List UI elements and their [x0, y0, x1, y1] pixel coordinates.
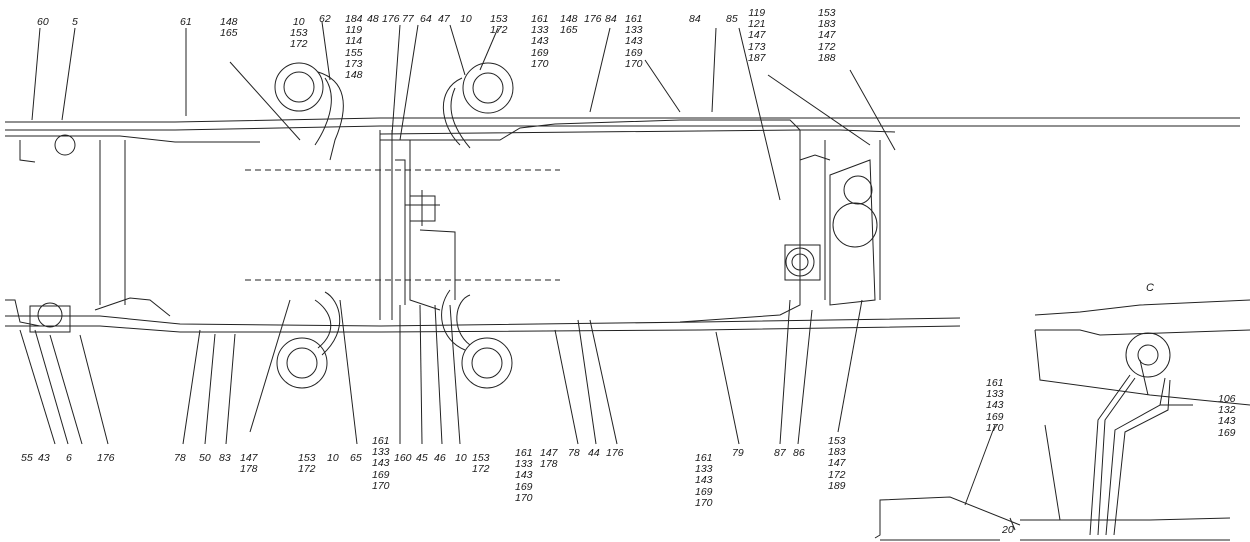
label-65: 65	[350, 452, 362, 464]
label-46: 46	[434, 452, 446, 464]
label-84-a: 84	[605, 13, 617, 25]
label-85: 85	[726, 13, 738, 25]
label-60: 60	[37, 16, 49, 28]
label-160: 160	[394, 452, 412, 464]
label-84-b: 84	[689, 13, 701, 25]
label-86: 86	[793, 447, 805, 459]
label-176-top-right: 176	[584, 13, 602, 25]
label-5: 5	[72, 16, 78, 28]
label-64: 64	[420, 13, 432, 25]
label-10-bottom-right: 10	[455, 452, 467, 464]
label-176-bottom-right: 176	[606, 447, 624, 459]
label-79: 79	[732, 447, 744, 459]
label-83: 83	[219, 452, 231, 464]
label-176-top: 176	[382, 13, 400, 25]
label-10-top: 10	[460, 13, 472, 25]
label-62: 62	[319, 13, 331, 25]
label-6: 6	[66, 452, 72, 464]
frame-lines	[5, 21, 1240, 445]
inset-view-c	[874, 299, 1250, 541]
label-50: 50	[199, 452, 211, 464]
label-61: 61	[180, 16, 192, 28]
label-87: 87	[774, 447, 786, 459]
label-176-bottom-left: 176	[97, 452, 115, 464]
label-48: 48	[367, 13, 379, 25]
label-44: 44	[588, 447, 600, 459]
label-78-right: 78	[568, 447, 580, 459]
label-45: 45	[416, 452, 428, 464]
label-55: 55	[21, 452, 33, 464]
label-10-bottom-left: 10	[327, 452, 339, 464]
label-78-left: 78	[174, 452, 186, 464]
label-47: 47	[438, 13, 450, 25]
label-43: 43	[38, 452, 50, 464]
label-77: 77	[402, 13, 414, 25]
inset-title-c: C	[1146, 282, 1154, 294]
label-20: 20	[1002, 524, 1014, 536]
